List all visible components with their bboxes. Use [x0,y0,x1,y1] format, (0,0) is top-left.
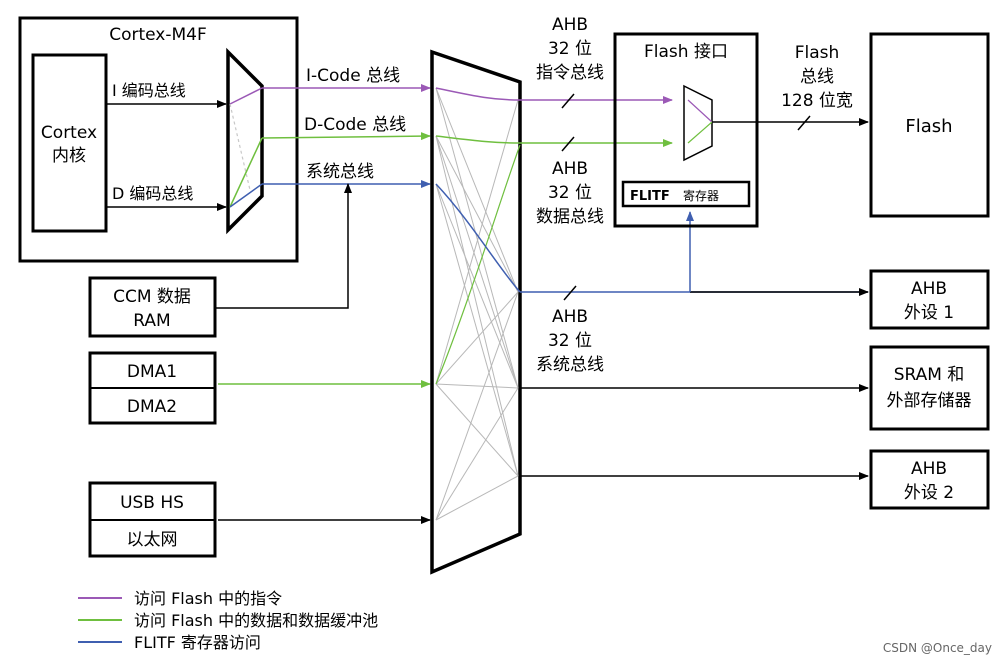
legend-label-reg: FLITF 寄存器访问 [134,633,261,652]
sram-block: SRAM 和 外部存储器 [869,345,990,431]
cortex-buses: I-Code 总线 D-Code 总线 系统总线 [261,66,431,188]
cortex-m4f-title: Cortex-M4F [109,25,207,45]
ahb2-label-2: 外设 2 [904,483,954,503]
flash-interface-block: Flash 接口 FLITF 寄存器 [613,32,759,228]
bus-matrix [430,49,522,575]
legend-label-data: 访问 Flash 中的数据和数据缓冲池 [134,611,378,630]
sram-label-2: 外部存储器 [887,391,972,411]
ahb-data-label-2: 32 位 [548,183,592,203]
watermark: CSDN @Once_day [883,641,992,655]
dma1-label: DMA1 [127,362,177,382]
flash-interface-title: Flash 接口 [644,42,728,62]
ibus-label: I 编码总线 [112,81,186,100]
dcode-bus-label: D-Code 总线 [304,115,406,135]
ahb1-label-1: AHB [911,279,947,299]
flash-bus: Flash 总线 128 位宽 [712,43,869,131]
flash-label: Flash [905,116,952,137]
ahb2-label-1: AHB [911,459,947,479]
legend: 访问 Flash 中的指令 访问 Flash 中的数据和数据缓冲池 FLITF … [78,589,378,652]
ccm-ram-block: CCM 数据 RAM [88,183,352,338]
ahb-output-buses: AHB 32 位 指令总线 AHB 32 位 数据总线 AHB 32 位 系统总… [520,15,869,480]
ahb-sys-label-1: AHB [552,307,588,327]
ahb-data-label-1: AHB [552,159,588,179]
dcode-bus-line [261,132,431,141]
flash-bus-label-1: Flash [795,43,840,63]
flash-bus-label-3: 128 位宽 [781,91,853,111]
ahb-instr-label-2: 32 位 [548,39,592,59]
cortex-core-label-2: 内核 [52,146,86,166]
cortex-core-label-1: Cortex [41,123,97,143]
cortex-bus-mux [226,47,264,235]
flash-block: Flash [869,32,990,218]
usb-label: USB HS [120,493,184,513]
dma-block: DMA1 DMA2 [88,351,431,425]
flitf-register-box [621,180,751,208]
dbus-label: D 编码总线 [112,184,193,203]
ahb1-label-2: 外设 1 [904,303,954,323]
ahb-peripheral-1-block: AHB 外设 1 [869,269,990,330]
ahb-instr-label-3: 指令总线 [536,63,604,83]
matrix-interconnect-lines [435,87,519,521]
ahb-sys-label-2: 32 位 [548,331,592,351]
flash-bus-label-2: 总线 [800,67,834,87]
cortex-m4f-block: Cortex-M4F Cortex 内核 I 编码总线 D 编码总线 [18,16,299,263]
ccm-label-1: CCM 数据 [113,287,191,307]
dma2-label: DMA2 [127,397,177,417]
flitf-label: FLITF [630,189,670,204]
ahb-peripheral-2-block: AHB 外设 2 [869,449,990,510]
legend-label-instr: 访问 Flash 中的指令 [134,589,282,608]
flash-if-mux [683,84,713,162]
ahb-sys-label-3: 系统总线 [536,355,604,375]
usb-ethernet-block: USB HS 以太网 [88,481,431,558]
ahb-instr-label-1: AHB [552,15,588,35]
cortex-core-box [31,53,108,233]
ccm-arrow [215,183,352,309]
flitf-register-label: 寄存器 [683,188,719,203]
sram-label-1: SRAM 和 [894,365,965,385]
ccm-label-2: RAM [133,311,170,331]
ethernet-label: 以太网 [127,530,178,550]
icode-bus-label: I-Code 总线 [306,66,400,86]
system-bus-label: 系统总线 [306,162,374,182]
ahb-data-label-3: 数据总线 [536,207,604,227]
